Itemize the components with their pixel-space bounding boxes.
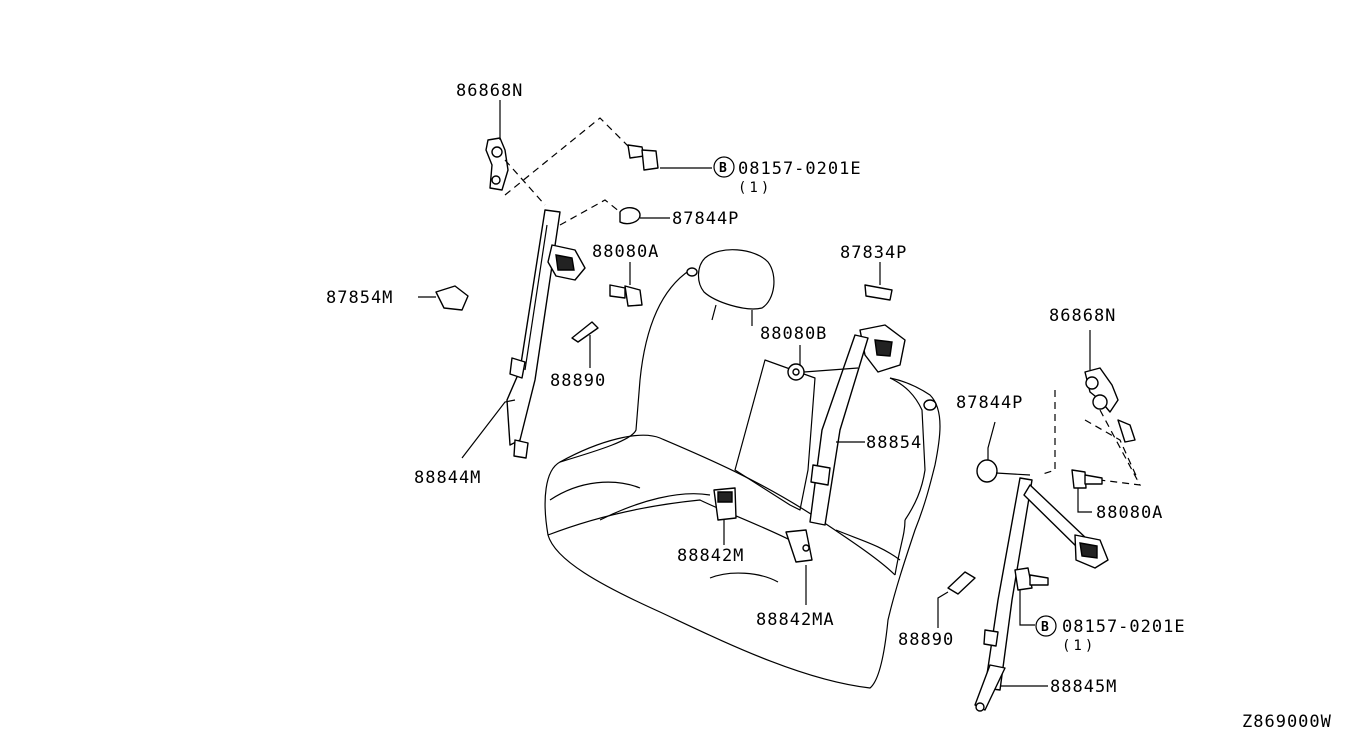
label-qty-bottom: (1) <box>1062 638 1096 654</box>
leader-lines <box>418 100 1092 687</box>
label-87844P-right: 87844P <box>956 393 1023 413</box>
svg-text:B: B <box>1041 620 1050 635</box>
center-seatbelt-assembly <box>713 284 906 563</box>
label-87844P-top: 87844P <box>672 209 739 229</box>
svg-text:B: B <box>719 161 728 176</box>
label-87854M: 87854M <box>326 288 393 308</box>
label-88080A-top: 88080A <box>592 242 659 262</box>
label-88844M: 88844M <box>414 468 481 488</box>
rear-seat <box>544 249 941 689</box>
label-qty-top: (1) <box>738 180 772 196</box>
label-88842MA: 88842MA <box>756 610 835 630</box>
part-labels: 86868N 08157-0201E (1) 87844P 88080A 878… <box>326 81 1332 732</box>
bolt-symbol-bottom: B <box>1035 615 1057 637</box>
label-88842M: 88842M <box>677 546 744 566</box>
circle-b-icon <box>1035 615 1057 637</box>
label-88890-left: 88890 <box>550 371 606 391</box>
label-08157-top: 08157-0201E <box>738 159 862 179</box>
label-88080A-right: 88080A <box>1096 503 1163 523</box>
label-87834P: 87834P <box>840 243 907 263</box>
bolt-symbol-top: B <box>713 156 735 178</box>
label-88890-right: 88890 <box>898 630 954 650</box>
label-88845M: 88845M <box>1050 677 1117 697</box>
label-86868N-right: 86868N <box>1049 306 1116 326</box>
label-86868N-top: 86868N <box>456 81 523 101</box>
label-88080B: 88080B <box>760 324 827 344</box>
circle-b-icon <box>713 156 735 178</box>
diagram-code: Z869000W <box>1242 712 1332 732</box>
label-88854: 88854 <box>866 433 922 453</box>
right-seatbelt-assembly <box>947 367 1142 712</box>
left-seatbelt-assembly <box>435 117 659 459</box>
label-08157-bottom: 08157-0201E <box>1062 617 1186 637</box>
